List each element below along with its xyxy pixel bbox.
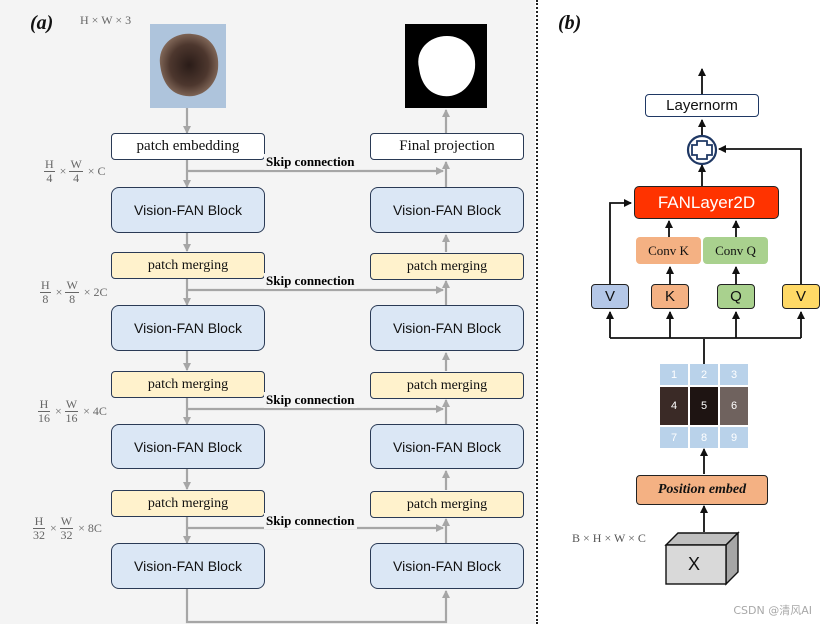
skip-connection-label-3: Skip connection	[264, 392, 357, 408]
k-box: K	[651, 284, 689, 309]
watermark: CSDN @清风AI	[733, 604, 812, 617]
patch-cell-8: 8	[690, 427, 718, 448]
add-cross	[691, 140, 713, 160]
patch-cell-5: 5	[690, 387, 718, 425]
patch-cell-1: 1	[660, 364, 688, 385]
patch-cell-4: 4	[660, 387, 688, 425]
encoder-fan-block-3: Vision-FAN Block	[111, 424, 265, 469]
conv-q-box: Conv Q	[703, 237, 768, 264]
input-lesion-image	[150, 24, 226, 108]
patch-cell-3: 3	[720, 364, 748, 385]
lesion-shape	[159, 33, 219, 97]
decoder-fan-block-4: Vision-FAN Block	[370, 543, 524, 589]
dim-4-w-num: W	[59, 514, 74, 529]
dim-1-w-den: 4	[73, 171, 80, 185]
dim-4-h-den: 32	[33, 528, 45, 542]
dim-1-times: ×	[59, 164, 67, 178]
dim-2-w-den: 8	[69, 292, 76, 306]
decoder-patch-merging-1: patch merging	[370, 253, 524, 280]
encoder-patch-merging-1: patch merging	[111, 252, 265, 279]
dim-1-h-den: 4	[46, 171, 53, 185]
output-mask-image	[405, 24, 487, 108]
dim-4-times: ×	[50, 521, 57, 535]
input-x-label: X	[688, 554, 701, 574]
encoder-fan-block-4: Vision-FAN Block	[111, 543, 265, 589]
final-projection-box: Final projection	[370, 133, 524, 160]
encoder-patch-merging-2: patch merging	[111, 371, 265, 398]
dim-1-h-num: H	[44, 157, 55, 172]
patch-cell-2: 2	[690, 364, 718, 385]
v-left-box: V	[591, 284, 629, 309]
dim-4-h-num: H	[33, 514, 45, 529]
dim-1-c: × C	[87, 164, 106, 178]
skip-connection-label-1: Skip connection	[264, 154, 357, 170]
position-embed-box: Position embed	[636, 475, 768, 505]
patch-cell-7: 7	[660, 427, 688, 448]
patch-cell-9: 9	[720, 427, 748, 448]
panel-separator	[536, 0, 538, 624]
conv-k-box: Conv K	[636, 237, 701, 264]
dim-2-h-num: H	[40, 278, 51, 293]
encoder-fan-block-1: Vision-FAN Block	[111, 187, 265, 233]
decoder-fan-block-3: Vision-FAN Block	[370, 424, 524, 469]
dim-3-h-num: H	[38, 397, 50, 412]
v-right-box: V	[782, 284, 820, 309]
encoder-fan-block-2: Vision-FAN Block	[111, 305, 265, 351]
decoder-fan-block-1: Vision-FAN Block	[370, 187, 524, 233]
skip-connection-label-4: Skip connection	[264, 513, 357, 529]
layernorm-box: Layernorm	[645, 94, 759, 117]
skip-connection-label-2: Skip connection	[264, 273, 357, 289]
input-dimension-label: H × W × 3	[80, 13, 132, 27]
decoder-patch-merging-2: patch merging	[370, 372, 524, 399]
dim-4-w-den: 32	[60, 528, 73, 542]
decoder-patch-merging-3: patch merging	[370, 491, 524, 518]
patch-embedding-box: patch embedding	[111, 133, 265, 160]
tensor-dimension-label: B × H × W × C	[572, 531, 646, 545]
panel-a-label: (a)	[30, 12, 54, 34]
fanlayer2d-box: FANLayer2D	[634, 186, 779, 219]
dim-3-w-num: W	[64, 397, 79, 412]
dim-3-c: × 4C	[83, 404, 107, 418]
dim-1-w-num: W	[69, 157, 83, 172]
dim-4-c: × 8C	[78, 521, 102, 535]
dim-3-h-den: 16	[38, 411, 50, 425]
dim-2-w-num: W	[65, 278, 79, 293]
patch-cell-6: 6	[720, 387, 748, 425]
decoder-fan-block-2: Vision-FAN Block	[370, 305, 524, 351]
patch-grid: 1 2 3 4 5 6 7 8 9	[660, 364, 748, 449]
mask-shape	[418, 36, 476, 97]
dim-3-w-den: 16	[65, 411, 78, 425]
dim-2-h-den: 8	[42, 292, 49, 306]
dim-2-c: × 2C	[83, 285, 108, 299]
panel-b-label: (b)	[558, 12, 582, 34]
input-tensor-cube	[664, 531, 740, 586]
dim-2-times: ×	[55, 285, 63, 299]
encoder-patch-merging-3: patch merging	[111, 490, 265, 517]
dim-3-times: ×	[55, 404, 62, 418]
q-box: Q	[717, 284, 755, 309]
